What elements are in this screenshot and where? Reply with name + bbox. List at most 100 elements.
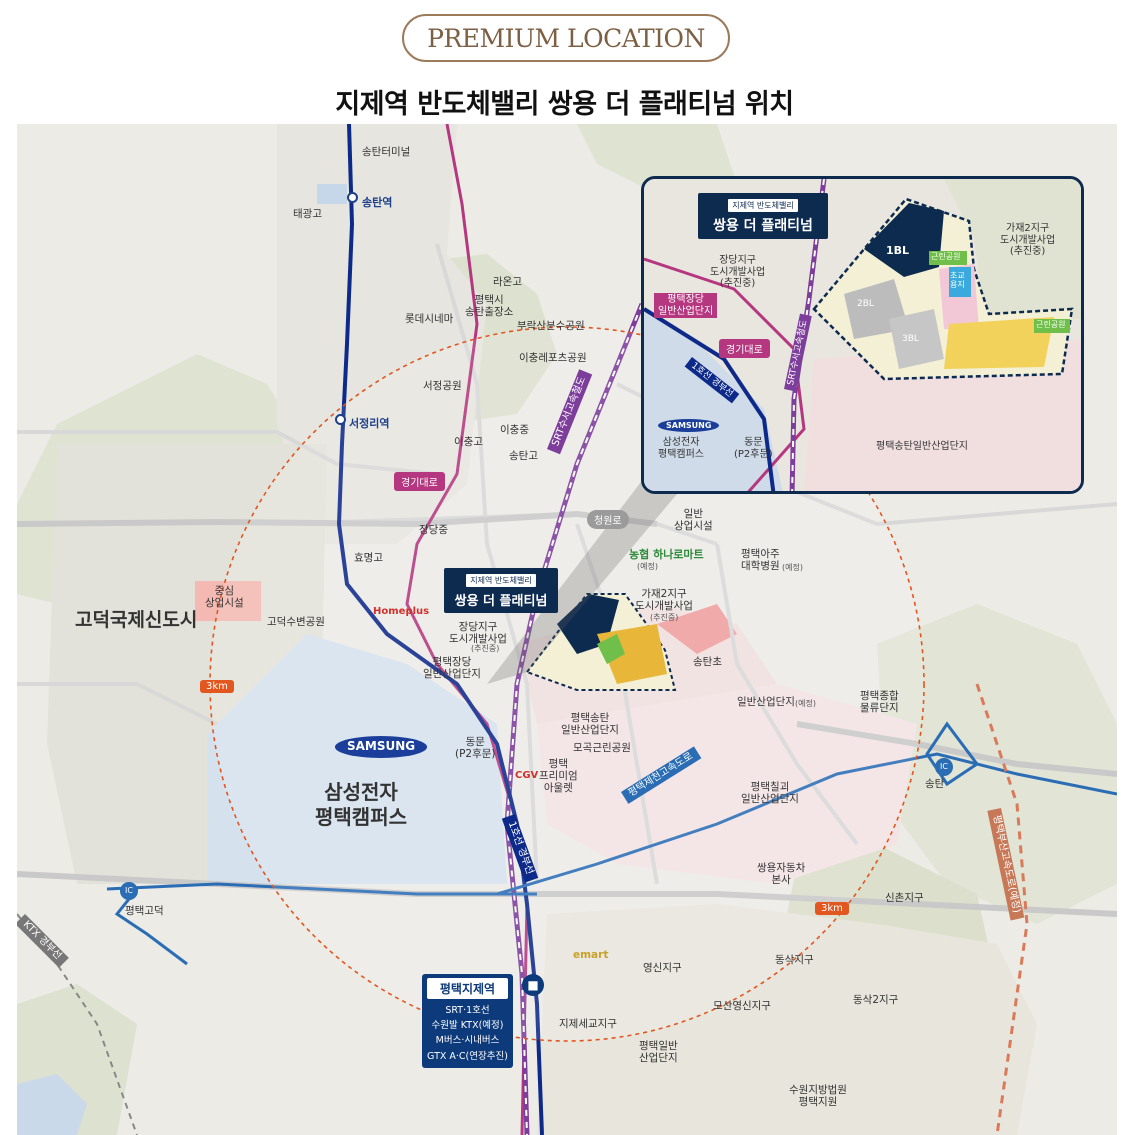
- planned-expressway: [975, 683, 1029, 1135]
- inset-label-gajae-dev: 가재2지구 도시개발사업 (추진중): [1000, 223, 1056, 257]
- srt-line-dash: [505, 303, 643, 1135]
- label-gajae-dev: 가재2지구 도시개발사업: [635, 588, 693, 613]
- label-ilban-commerce: 일반 상업시설: [674, 508, 713, 533]
- inset-school-block: [949, 267, 971, 297]
- label-songtancho: 송탄초: [693, 656, 722, 668]
- label-dongmun: 동문 (P2후문): [455, 736, 496, 761]
- inset-callout[interactable]: 지제역 반도체밸리 쌍용 더 플래티넘: [698, 193, 828, 239]
- label-jangdangjung: 장당중: [419, 524, 448, 536]
- road-tag-cheongwon: 청원로: [587, 510, 629, 529]
- label-aju-hospital: 평택아주 대학병원: [741, 548, 780, 573]
- label-ichungjung: 이충중: [500, 424, 529, 436]
- label-homeplus: Homeplus: [373, 606, 430, 617]
- samsung-campus-area: [207, 634, 507, 884]
- urban-area: [277, 124, 487, 544]
- label-samsung-campus: 삼성전자 평택캠퍼스: [315, 780, 407, 829]
- label-jangdang-note: (추진중): [471, 644, 500, 653]
- label-yeongsin: 영신지구: [643, 962, 682, 974]
- label-jangdang-industrial: 평택장당 일반산업단지: [423, 656, 481, 681]
- label-raongo: 라온고: [493, 276, 522, 288]
- songtan-ic-icon[interactable]: IC: [935, 758, 953, 776]
- line1-railway: [336, 124, 544, 1135]
- radius-label-east: 3km: [815, 902, 849, 915]
- site-callout-sub: 지제역 반도체밸리: [466, 574, 536, 587]
- godeok-ic-icon[interactable]: IC: [120, 882, 138, 900]
- site-detail-inset: 지제역 반도체밸리 쌍용 더 플래티넘 장당지구 도시개발사업 (추진중) 평택…: [641, 176, 1084, 494]
- label-nonghyup-note: (예정): [637, 562, 658, 571]
- label-mosan-yeongsin: 모산영신지구: [713, 1000, 771, 1012]
- label-ilban-industrial-note: (예정): [795, 699, 816, 708]
- water-body: [17, 1074, 87, 1135]
- label-mogok-park: 모곡근린공원: [573, 742, 631, 754]
- label-ilban-industrial: 일반산업단지: [737, 696, 795, 708]
- label-ichunggo: 이충고: [454, 436, 483, 448]
- label-emart: emart: [573, 949, 609, 961]
- label-gajae-note: (추진중): [650, 613, 679, 622]
- inset-park-block-2: [1034, 319, 1070, 333]
- inset-hill: [944, 179, 1081, 319]
- station-line: SRT·1호선: [445, 1005, 490, 1016]
- central-commercial-zone: [195, 581, 261, 621]
- label-godeok-park: 고덕수변공원: [267, 616, 325, 628]
- label-cgv: CGV: [515, 770, 539, 781]
- inset-callout-sub: 지제역 반도체밸리: [728, 199, 798, 212]
- label-taegwango: 태광고: [293, 208, 322, 220]
- hill-area: [877, 604, 1117, 924]
- inset-label-1bl: 1BL: [886, 244, 910, 257]
- label-godeok-ic: 평택고덕: [125, 905, 164, 917]
- songtan-station-marker[interactable]: [347, 192, 358, 203]
- label-premium-outlet: 평택 프리미엄 아울렛: [539, 758, 578, 795]
- site-park: [597, 634, 625, 664]
- songtan-ic-loop: [925, 721, 980, 787]
- label-hyomyeonggo: 효명고: [354, 552, 383, 564]
- page-title: 지제역 반도체밸리 쌍용 더 플래티넘 위치: [335, 89, 794, 120]
- radius-label-west: 3km: [200, 680, 234, 693]
- label-pyeongtaek-ilban: 평택일반 산업단지: [639, 1040, 678, 1065]
- site-callout-main: 쌍용 더 플래티넘: [454, 594, 548, 609]
- label-chilgoe-industrial: 평택칠괴 일반산업단지: [741, 781, 799, 806]
- inset-samsung-logo: SAMSUNG: [658, 419, 720, 433]
- samsung-logo: SAMSUNG: [335, 736, 428, 758]
- label-court: 수원지방법원 평택지원: [789, 1084, 847, 1109]
- label-songtan-terminal: 송탄터미널: [362, 146, 411, 158]
- label-seojeong-park: 서정공원: [423, 380, 462, 392]
- inset-label-2bl: 2BL: [857, 299, 874, 309]
- premium-location-badge: PREMIUM LOCATION: [402, 14, 730, 62]
- south-district: [537, 904, 1037, 1135]
- station-line: 수원발 KTX(예정): [431, 1020, 504, 1032]
- inset-label-songtan-ind: 평택송탄일반산업단지: [876, 441, 968, 452]
- seojeongri-station-marker[interactable]: [335, 414, 346, 425]
- inset-label-jangdang-dev: 장당지구 도시개발사업 (추진중): [710, 255, 766, 289]
- inset-line1: [644, 307, 776, 491]
- inset-park-block: [929, 251, 967, 265]
- inset-industrial-zone: [804, 339, 1081, 491]
- label-jangdang-dev: 장당지구 도시개발사업: [449, 621, 507, 646]
- label-godeok-city: 고덕국제신도시: [75, 609, 198, 631]
- road-tag-gyeonggi: 경기대로: [394, 472, 445, 491]
- inset-label-park-2: 근린공원: [1036, 320, 1066, 329]
- label-seojeongri-station: 서정리역: [349, 417, 390, 430]
- label-dongsak: 동삭지구: [775, 954, 814, 966]
- label-burak-park: 부락산분수공원: [517, 320, 585, 332]
- label-dongsak2: 동삭2지구: [853, 994, 899, 1006]
- label-ssangyong-hq: 쌍용자동차 본사: [757, 862, 806, 887]
- inset-label-school: 초교 용지: [950, 271, 965, 290]
- inset-callout-main: 쌍용 더 플래티넘: [713, 218, 813, 234]
- label-songtan-ic: 송탄: [925, 778, 945, 790]
- location-map: 송탄터미널 송탄역 태광고 라온고 롯데시네마 평택시 송탄출장소 부락산분수공…: [17, 124, 1117, 1135]
- map-base: [17, 124, 1117, 1135]
- label-nonghyup: 농협 하나로마트: [629, 548, 704, 561]
- label-ichung-park: 이충레포츠공원: [519, 352, 587, 364]
- inset-label-dongmun: 동문 (P2후문): [734, 437, 773, 460]
- site-callout[interactable]: 지제역 반도체밸리 쌍용 더 플래티넘: [444, 568, 558, 613]
- label-lotte-cinema: 롯데시네마: [405, 313, 454, 325]
- inset-label-3bl: 3BL: [902, 334, 919, 344]
- label-logistics: 평택종합 물류단지: [860, 690, 899, 715]
- pyeongtaek-jecheon-expressway: [496, 752, 1117, 896]
- inset-label-park: 근린공원: [931, 252, 961, 261]
- water-body: [317, 184, 347, 204]
- pyeongtaek-jije-station-box[interactable]: 평택지제역 SRT·1호선 수원발 KTX(예정) M버스·시내버스 GTX A…: [422, 974, 513, 1068]
- inset-samsung-area: [644, 309, 783, 491]
- expressway: [106, 882, 537, 896]
- label-songtan-station: 송탄역: [362, 196, 393, 209]
